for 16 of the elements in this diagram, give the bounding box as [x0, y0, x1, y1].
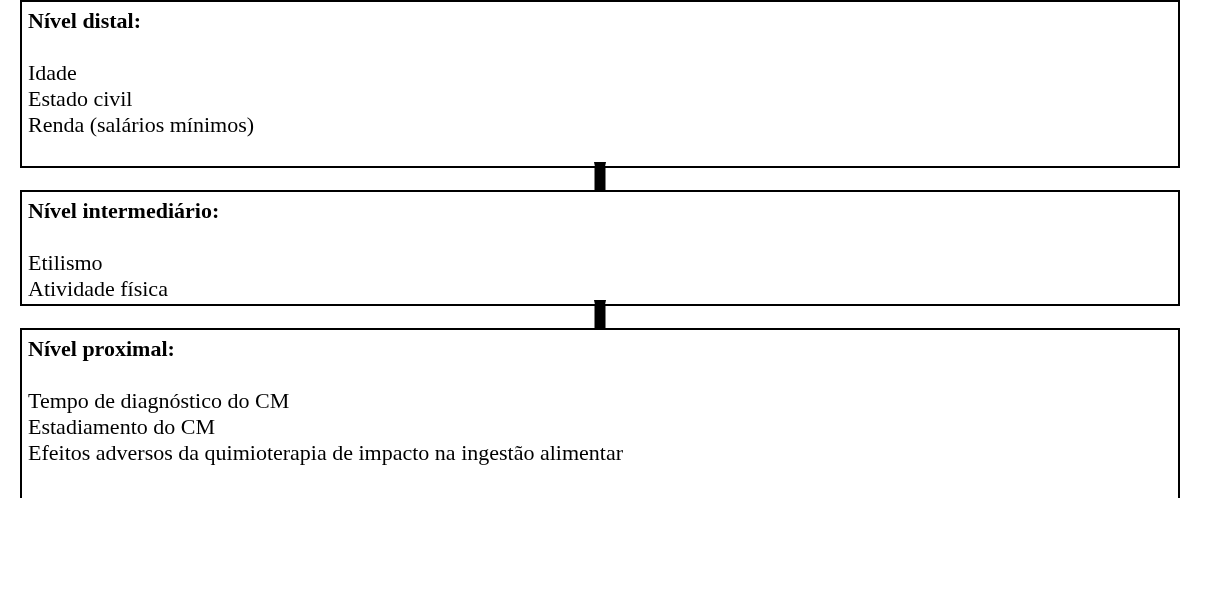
level-heading: Nível proximal: [28, 336, 175, 362]
block-arrow [594, 300, 606, 328]
level-heading: Nível intermediário: [28, 198, 220, 224]
level-box [20, 328, 1180, 498]
level-box [20, 0, 1180, 168]
factor-text: Estado civil [28, 86, 133, 112]
block-arrow [594, 162, 606, 190]
factor-text: Tempo de diagnóstico do CM [28, 388, 290, 414]
factor-text: Estadiamento do CM [28, 414, 215, 440]
level-heading: Nível distal: [28, 8, 142, 34]
factor-text: Etilismo [28, 250, 103, 276]
factor-text: Efeitos adversos da quimioterapia de impacto na ingestão alimentar [28, 440, 624, 466]
factor-text: Atividade física [28, 276, 168, 302]
factor-text: Idade [28, 60, 77, 86]
level-box [20, 190, 1180, 306]
factor-text: Renda (salários mínimos) [28, 112, 255, 138]
